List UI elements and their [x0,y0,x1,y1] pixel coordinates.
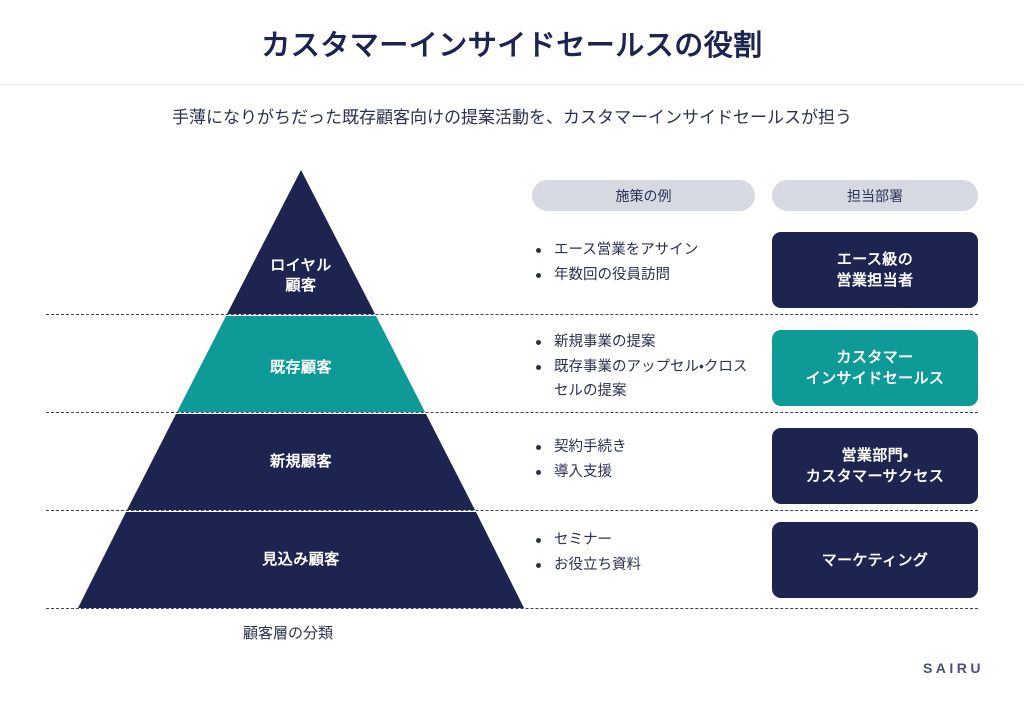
tier-separator-4 [46,608,978,609]
department-badge-new-line2: カスタマーサクセス [805,468,945,485]
department-badge-new-line1: 営業部門・ [841,447,909,464]
measures-list-prospect: セミナー お役立ち資料 [534,529,759,580]
tier-separator-2 [46,412,978,413]
list-item: セミナー [534,529,759,552]
tier-separator-1 [46,314,978,315]
department-badge-existing: カスタマー インサイドセールス [772,330,978,406]
sairu-logo: SAIRU [922,660,984,676]
pyramid-caption: 顧客層の分類 [243,625,334,642]
pyramid-tier-existing [177,316,425,412]
pyramid-tier-prospect [78,512,524,608]
measures-list-loyal: エース営業をアサイン 年数回の役員訪問 [534,239,759,290]
list-item: お役立ち資料 [534,554,759,577]
pyramid-tier-new [127,414,475,510]
list-item: エース営業をアサイン [534,239,759,262]
department-badge-existing-line2: インサイドセールス [805,370,945,387]
department-badge-prospect: マーケティング [772,522,978,598]
department-badge-existing-line1: カスタマー [836,349,914,366]
department-badge-loyal-line1: エース級の [836,251,914,268]
tier-separator-3 [46,510,978,511]
customer-pyramid [78,170,524,608]
list-item: 契約手続き [534,436,759,459]
list-item: 既存事業のアップセル・クロスセルの提案 [534,356,759,403]
department-badge-loyal-line2: 営業担当者 [836,272,914,289]
pyramid-tier-loyal [227,170,375,314]
page-subtitle: 手薄になりがちだった既存顧客向けの提案活動を、カスタマーインサイドセールスが担う [172,108,852,127]
department-badge-loyal: エース級の 営業担当者 [772,232,978,308]
department-badge-prospect-line1: マーケティング [821,551,929,569]
department-badge-new: 営業部門・ カスタマーサクセス [772,428,978,504]
title-divider [0,84,1024,85]
page-title: カスタマーインサイドセールスの役割 [261,30,763,62]
list-item: 年数回の役員訪問 [534,264,759,287]
column-header-measures: 施策の例 [532,180,755,211]
column-header-department: 担当部署 [772,180,978,211]
measures-list-new: 契約手続き 導入支援 [534,436,759,487]
measures-list-existing: 新規事業の提案 既存事業のアップセル・クロスセルの提案 [534,331,759,405]
list-item: 新規事業の提案 [534,331,759,354]
list-item: 導入支援 [534,461,759,484]
